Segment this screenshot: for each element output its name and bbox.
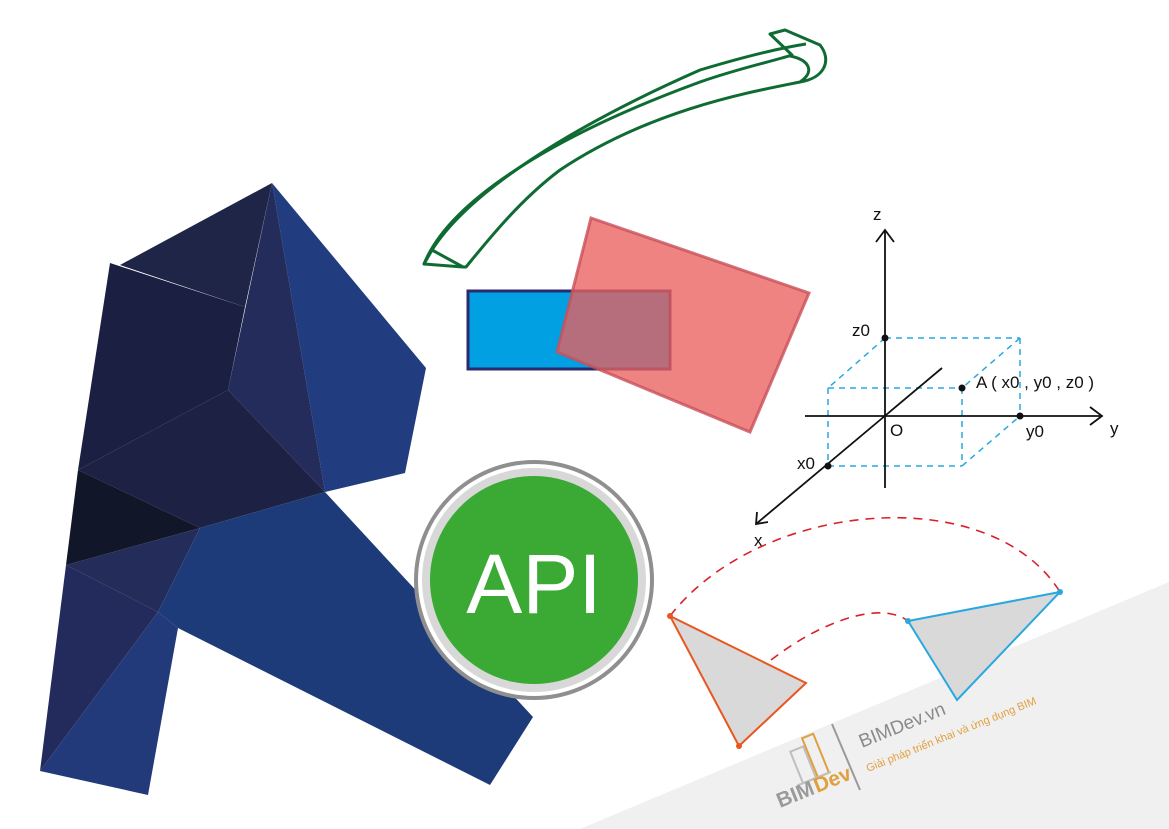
api-label: API	[466, 537, 601, 631]
dashed-box	[827, 337, 1021, 467]
point-z0	[881, 334, 889, 342]
brand-divider	[831, 723, 861, 791]
revit-logo	[40, 183, 533, 795]
coordinate-diagram: z y x O z0 y0 x0 A ( x0 , y0 , z0 )	[754, 205, 1119, 550]
triangle-rotated	[905, 589, 1063, 702]
point-x0	[824, 462, 832, 470]
axis-y-label: y	[1110, 419, 1119, 438]
axis-x-label: x	[754, 531, 763, 550]
api-badge[interactable]: API	[414, 460, 654, 700]
overlapping-rectangles	[466, 216, 812, 434]
axes	[755, 228, 1104, 526]
building-logo-icon	[788, 732, 832, 787]
y0-label: y0	[1026, 422, 1044, 441]
x0-label: x0	[797, 454, 815, 473]
point-y0	[1016, 412, 1024, 420]
curved-arrow-icon	[422, 28, 828, 269]
point-a-label: A ( x0 , y0 , z0 )	[976, 373, 1094, 392]
point-a	[958, 384, 966, 392]
origin-label: O	[890, 421, 903, 440]
rotation-arcs	[669, 517, 1061, 661]
axis-z-label: z	[873, 205, 882, 224]
z0-label: z0	[852, 321, 870, 340]
red-rotated-rectangle	[555, 216, 812, 434]
watermark-band	[580, 582, 1169, 829]
triangle-original	[667, 613, 808, 749]
